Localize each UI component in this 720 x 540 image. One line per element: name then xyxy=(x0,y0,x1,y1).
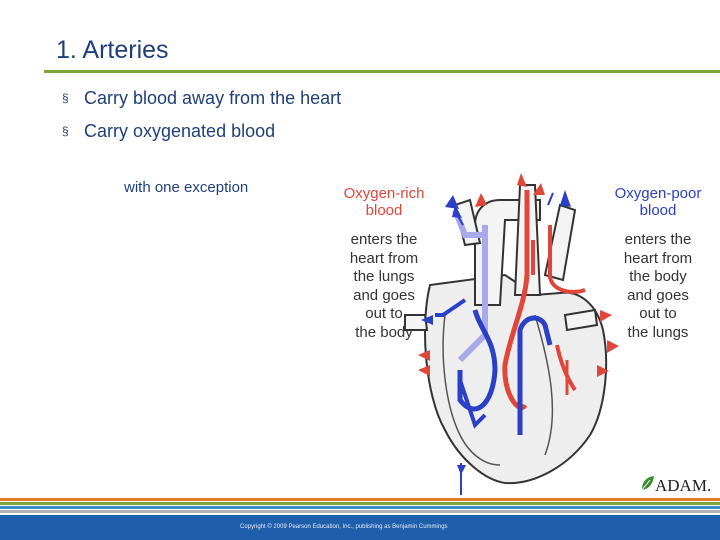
oxygen-poor-heading: Oxygen-poor blood xyxy=(614,185,702,219)
title-divider xyxy=(44,70,720,73)
footer-stripes xyxy=(0,498,720,514)
bullet-item: § Carry blood away from the heart xyxy=(62,88,362,109)
footer-stripe xyxy=(0,506,720,509)
oxygen-poor-description: enters the heart from the body and goes … xyxy=(623,231,693,341)
footer-stripe xyxy=(0,502,720,505)
bullet-marker: § xyxy=(62,124,69,138)
heart-illustration xyxy=(404,173,619,495)
bullet-text: Carry oxygenated blood xyxy=(84,121,276,141)
footer-bar xyxy=(0,515,720,540)
bullet-marker: § xyxy=(62,91,69,105)
slide-title: 1. Arteries xyxy=(56,36,169,64)
oxygen-rich-heading: Oxygen-rich blood xyxy=(343,185,425,219)
footer-stripe xyxy=(0,510,720,513)
heart-diagram: Oxygen-rich blood enters the heart from … xyxy=(335,165,720,500)
bullet-list: § Carry blood away from the heart § Carr… xyxy=(62,88,362,154)
bullet-item: § Carry oxygenated blood xyxy=(62,121,362,142)
adam-leaf-icon xyxy=(641,476,654,491)
adam-logo-text: ADAM. xyxy=(655,476,712,495)
oxygen-rich-description: enters the heart from the lungs and goes… xyxy=(349,231,419,341)
footer-stripe xyxy=(0,498,720,501)
bullet-text: Carry blood away from the heart xyxy=(84,88,342,108)
copyright-text: Copyright © 2009 Pearson Education, Inc.… xyxy=(240,524,448,530)
exception-note: with one exception xyxy=(124,179,249,196)
